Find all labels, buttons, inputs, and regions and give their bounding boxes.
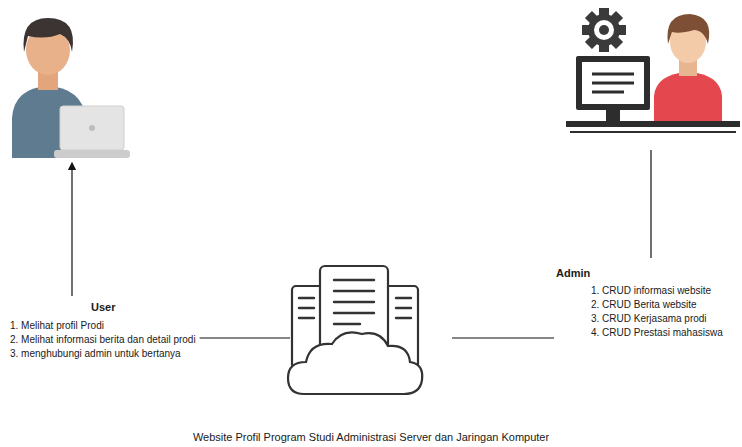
- monitor-screen: [582, 62, 644, 104]
- user-hair: [24, 18, 74, 52]
- desk-line: [570, 131, 736, 133]
- screen-line: [592, 91, 624, 94]
- desk: [566, 121, 740, 127]
- admin-block: Admin 1. CRUD informasi website2. CRUD Be…: [556, 265, 723, 340]
- feature-item: 4. CRUD Prestasi mahasiswa: [591, 326, 723, 340]
- admin-body: [654, 72, 722, 122]
- admin-hair: [667, 14, 709, 44]
- feature-item: 3. menghubungi admin untuk bertanya: [10, 347, 196, 361]
- feature-item: 2. CRUD Berita website: [591, 298, 723, 312]
- role-heading: Admin: [556, 265, 723, 281]
- caption-text: Website Profil Program Studi Administras…: [193, 430, 549, 444]
- cloud: [288, 332, 422, 394]
- monitor: [576, 56, 650, 110]
- laptop-logo: [89, 125, 95, 131]
- user-figure: [12, 18, 130, 158]
- user-laptop: [60, 106, 124, 150]
- connector-line: [200, 337, 290, 338]
- laptop-base: [54, 150, 130, 158]
- gear: [582, 8, 626, 52]
- server-node: Website Profil Program Studi Administras…: [290, 262, 452, 402]
- admin-figure: [566, 8, 740, 132]
- feature-item: 1. Melihat profil Prodi: [10, 319, 196, 333]
- leader-arrow: [71, 166, 72, 296]
- server-slots: [299, 280, 411, 324]
- screen-line: [592, 73, 634, 76]
- monitor-stand: [606, 110, 620, 122]
- feature-item: 3. CRUD Kerjasama prodi: [591, 312, 723, 326]
- server-icon: [288, 266, 422, 394]
- connector-line: [452, 337, 554, 338]
- role-heading: User: [91, 299, 196, 315]
- feature-item: 1. CRUD informasi website: [591, 284, 723, 298]
- leader-line: [650, 150, 651, 258]
- screen-line: [592, 82, 634, 85]
- user-block: User 1. Melihat profil Prodi2. Melihat in…: [10, 299, 196, 361]
- feature-item: 2. Melihat informasi berita dan detail p…: [10, 333, 196, 347]
